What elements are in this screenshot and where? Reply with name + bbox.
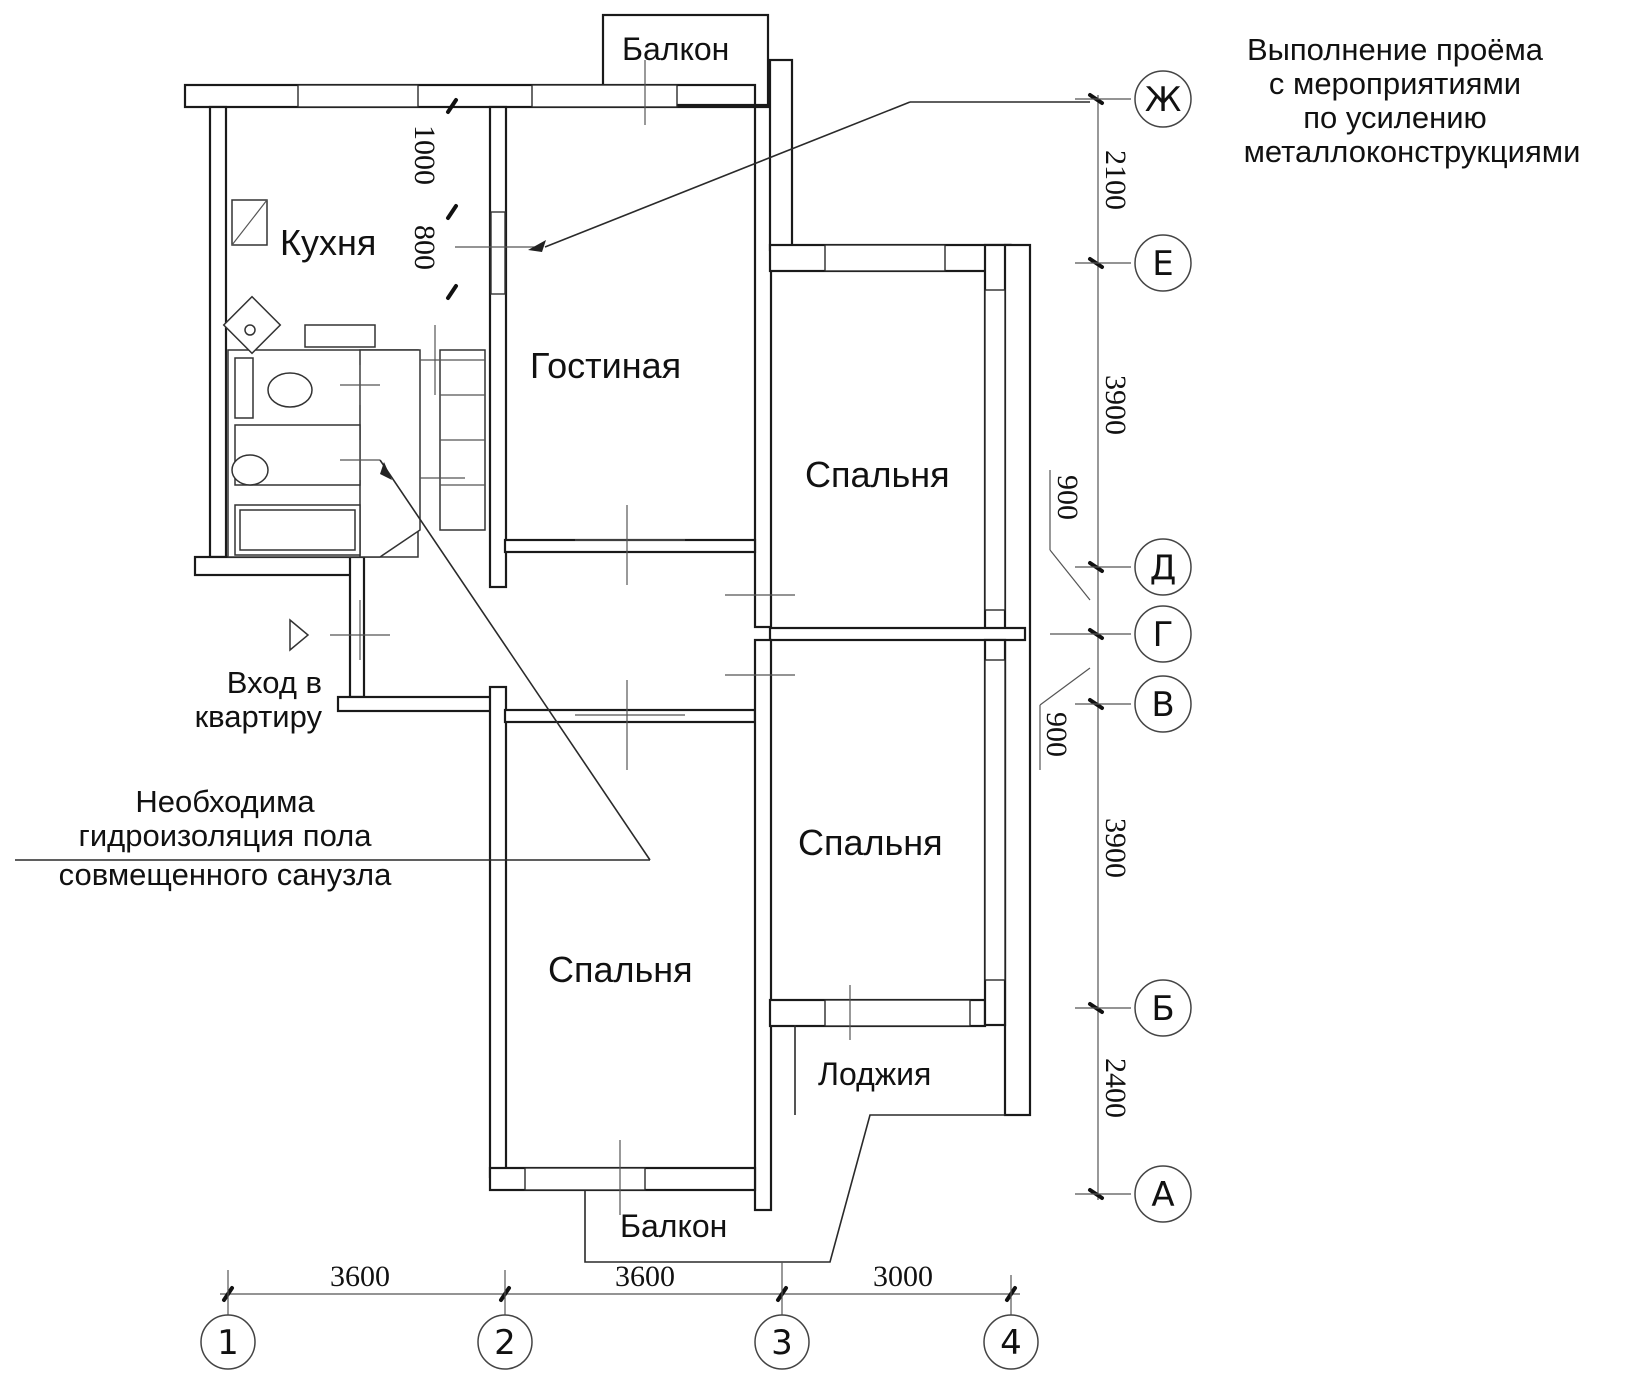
axis-row-a: А <box>1151 1175 1174 1215</box>
room-label-bedroom-upper-right: Спальня <box>805 454 950 495</box>
reinforced-opening <box>455 101 1090 295</box>
opening-dim-800: 800 <box>408 225 441 270</box>
dim-v-2: 3900 <box>1099 375 1132 435</box>
windows <box>297 84 1006 1191</box>
note-opening-line-2: с мероприятиями <box>1269 66 1521 101</box>
dim-v-3: 900 <box>1051 475 1084 520</box>
room-label-bedroom-lower-left: Спальня <box>548 949 693 990</box>
door-markers <box>289 60 851 1215</box>
axis-col-3: 3 <box>771 1323 793 1363</box>
bathroom <box>15 349 651 861</box>
room-label-balcony-bottom: Балкон <box>620 1208 727 1244</box>
note-opening-line-3: по усилению <box>1303 100 1487 135</box>
note-entrance-line-1: Вход в <box>227 665 322 700</box>
axis-col-2: 2 <box>494 1323 516 1363</box>
row-axes: Ж Е Д Г В Б А <box>1134 70 1192 1223</box>
axis-row-b: Б <box>1151 989 1174 1029</box>
room-label-balcony-top: Балкон <box>622 31 729 67</box>
dim-h-1: 3600 <box>330 1260 390 1293</box>
column-axes: 1 2 3 4 <box>200 1314 1039 1370</box>
opening-dims: 1000 800 <box>408 98 458 300</box>
axis-row-zh: Ж <box>1145 80 1182 120</box>
opening-dim-1000: 1000 <box>408 125 441 185</box>
room-label-loggia: Лоджия <box>818 1056 931 1092</box>
note-opening-line-4: металлоконструкциями <box>1244 134 1581 169</box>
kitchen-fixtures <box>222 199 486 531</box>
note-opening-line-1: Выполнение проёма <box>1247 32 1544 67</box>
vertical-dimension-line: 2100 3900 900 900 3900 2400 <box>1039 93 1132 1200</box>
note-entrance-line-2: квартиру <box>195 699 323 734</box>
dim-v-6: 2400 <box>1099 1058 1132 1118</box>
axis-row-g: Г <box>1153 615 1174 655</box>
dim-v-1: 2100 <box>1099 150 1132 210</box>
note-entrance: Вход в квартиру <box>195 665 323 734</box>
room-label-kitchen: Кухня <box>280 222 376 263</box>
axis-row-e: Е <box>1152 244 1173 284</box>
axis-col-4: 4 <box>1000 1323 1022 1363</box>
room-label-bedroom-lower-right: Спальня <box>798 822 943 863</box>
axis-col-1: 1 <box>217 1323 239 1363</box>
note-waterproofing-line-1: Необходима <box>135 784 315 819</box>
note-opening: Выполнение проёма с мероприятиями по уси… <box>1244 32 1581 169</box>
horizontal-dimension-line: 3600 3600 3000 <box>220 1260 1020 1320</box>
room-label-living: Гостиная <box>530 345 681 386</box>
dim-v-5: 3900 <box>1099 818 1132 878</box>
note-waterproofing: Необходима гидроизоляция пола совмещенно… <box>59 784 392 892</box>
dim-v-4: 900 <box>1040 712 1073 757</box>
axis-row-v: В <box>1151 685 1174 725</box>
note-waterproofing-line-3: совмещенного санузла <box>59 857 392 892</box>
dim-h-3: 3000 <box>873 1260 933 1293</box>
note-waterproofing-line-2: гидроизоляция пола <box>79 818 373 853</box>
dim-h-2: 3600 <box>615 1260 675 1293</box>
axis-row-d: Д <box>1150 548 1177 588</box>
